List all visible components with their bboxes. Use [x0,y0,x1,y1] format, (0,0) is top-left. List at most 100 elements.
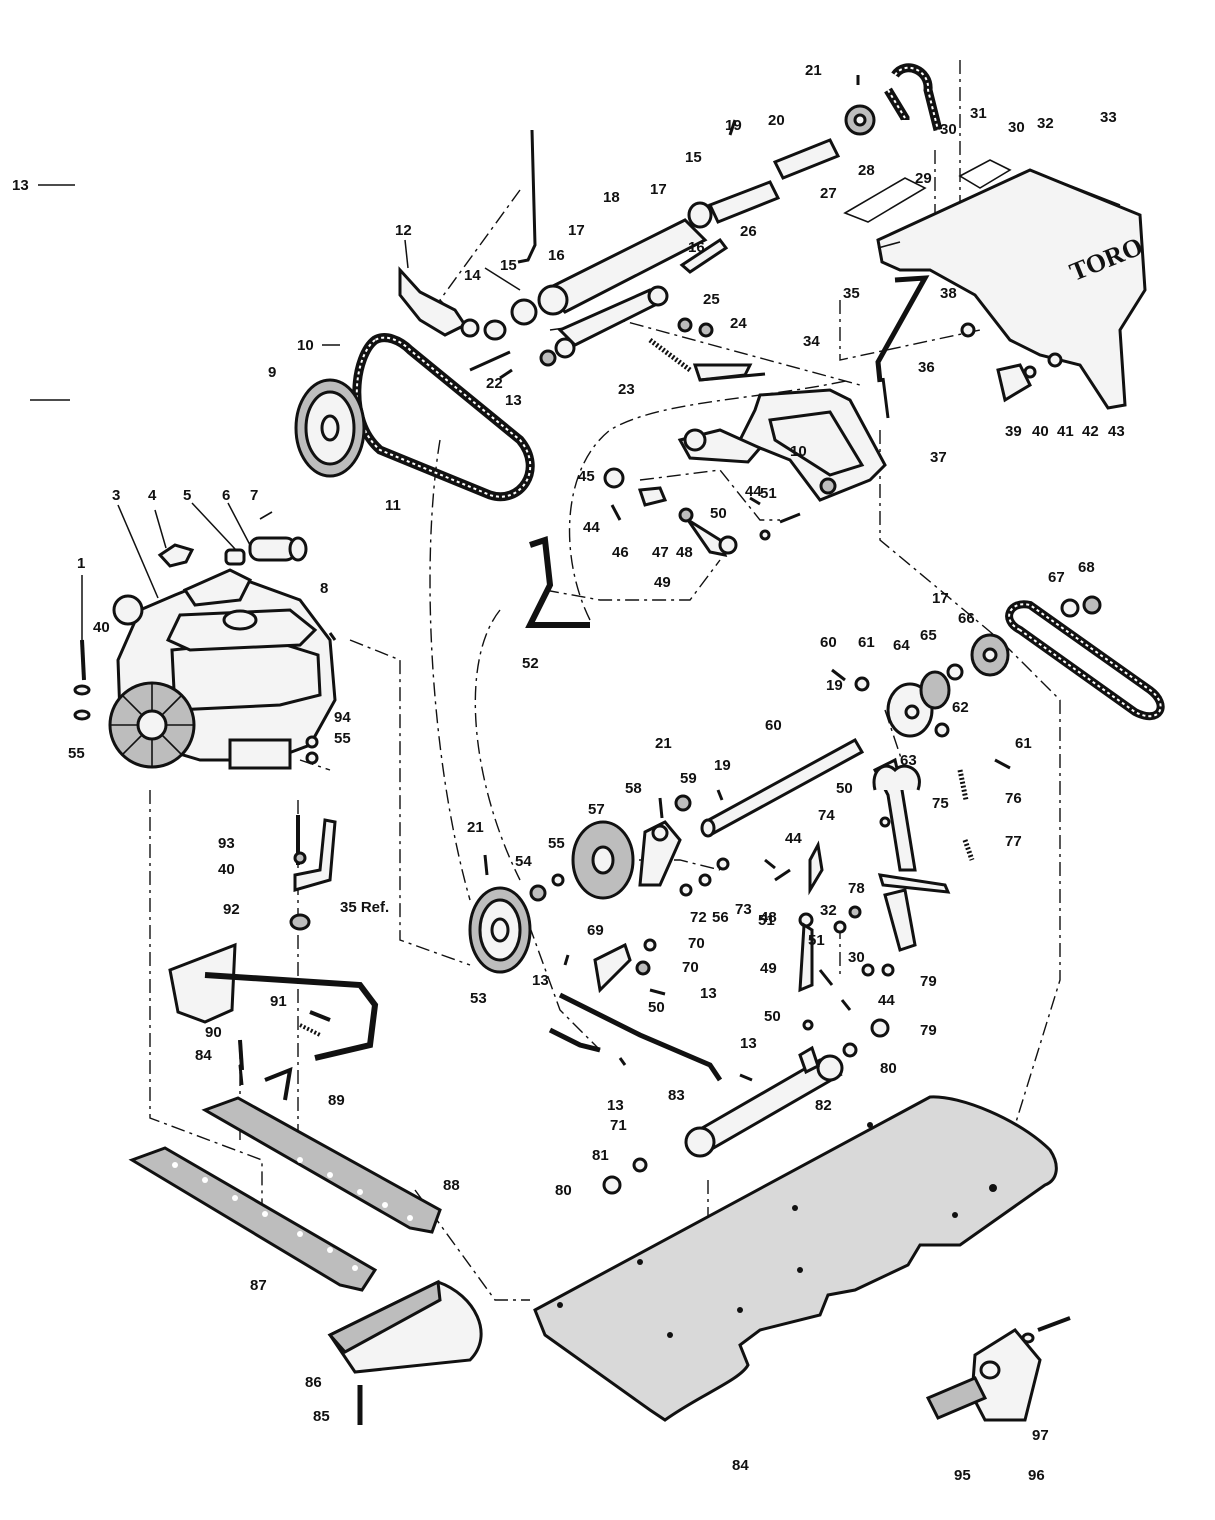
callout-43: 43 [1108,423,1125,440]
callout-94: 95 [954,1467,971,1484]
callout-17: 17 [932,590,949,607]
callout-13: 13 [505,392,522,409]
callout-65: 66 [958,610,975,627]
callout-48: 48 [676,544,693,561]
callout-16: 16 [688,239,705,256]
callout-labels: 1 3 4 5 6 7 8 9 10 10 11 12 13 13 13 13 … [12,62,1125,1484]
callout-89: 90 [205,1024,222,1041]
callout-9: 9 [268,364,276,381]
callout-17: 17 [568,222,585,239]
callout-6: 6 [222,487,230,504]
callout-18: 18 [603,189,620,206]
clutch-pulleys [831,633,1011,770]
callout-72: 73 [735,901,752,918]
callout-7: 7 [250,487,258,504]
callout-82: 83 [668,1087,685,1104]
callout-55: 55 [334,730,351,747]
clutch-linkage [525,467,801,628]
callout-34: 34 [803,333,820,350]
callout-leaders [30,184,409,640]
callout-10: 10 [297,337,314,354]
callout-51: 51 [760,485,777,502]
callout-33: 33 [1100,109,1117,126]
callout-49: 49 [654,574,671,591]
callout-90: 91 [270,993,287,1010]
callout-84: 85 [313,1408,330,1425]
callout-29: 29 [915,170,932,187]
callout-15: 15 [685,149,702,166]
rails [128,1096,442,1292]
callout-27: 27 [820,185,837,202]
callout-79: 79 [920,1022,937,1039]
callout-38: 38 [940,285,957,302]
levers [764,757,975,1031]
callout-35: 35 [843,285,860,302]
callout-44: 44 [583,519,600,536]
callout-51: 51 [758,912,775,929]
callout-63: 64 [893,637,910,654]
callout-59: 60 [765,717,782,734]
callout-13: 13 [700,985,717,1002]
callout-71: 72 [690,909,707,926]
callout-88: 89 [328,1092,345,1109]
callout-76: 77 [1005,833,1022,850]
callout-77: 78 [848,880,865,897]
callout-58: 59 [680,770,697,787]
callout-11: 11 [385,497,401,514]
callout-50: 50 [764,1008,781,1025]
callout-15: 15 [500,257,517,274]
callout-53: 53 [470,990,487,1007]
callout-4: 4 [148,487,157,504]
callout-19: 19 [714,757,731,774]
callout-13: 13 [532,972,549,989]
callout-79: 80 [555,1182,572,1199]
callout-40: 40 [93,619,110,636]
secondary-belt [1005,595,1165,721]
callout-46: 46 [612,544,629,561]
callout-20: 20 [768,112,785,129]
callout-85: 86 [305,1374,322,1391]
callout-80: 81 [592,1147,609,1164]
cross-tube [548,938,890,1195]
callout-57: 58 [625,780,642,797]
foot-plate [238,1039,483,1425]
callout-62: 63 [900,752,917,769]
sprocket-chain [844,63,943,136]
callout-49: 49 [760,960,777,977]
callout-70: 70 [688,935,705,952]
callout-61: 61 [858,634,875,651]
callout-51: 51 [808,932,825,949]
callout-95: 96 [1028,1467,1045,1484]
callout-66: 67 [1048,569,1065,586]
carburetor-parts [157,511,308,568]
callout-84: 84 [195,1047,212,1064]
handle-grip [925,1316,1071,1422]
gaskets [843,159,1012,223]
callout-26: 26 [740,223,757,240]
callout-81: 82 [815,1097,832,1114]
callout-87: 88 [443,1177,460,1194]
callout-19: 19 [826,677,843,694]
callout-30: 30 [940,121,957,138]
callout-60: 61 [1015,735,1032,752]
callout-93: 94 [334,709,351,726]
callout-13: 13 [607,1097,624,1114]
callout-75: 76 [1005,790,1022,807]
callout-48: 48 [760,909,777,926]
engine-pulley [294,378,366,478]
callout-21: 21 [805,62,822,79]
drive-shaft [468,737,865,974]
callout-50: 50 [648,999,665,1016]
callout-39: 39 [1005,423,1022,440]
callout-30: 30 [1008,119,1025,136]
callout-69: 70 [682,959,699,976]
callout-30: 30 [848,949,865,966]
callout-36: 36 [918,359,935,376]
callout-14: 14 [464,267,481,284]
callout-32: 32 [820,902,837,919]
callout-86: 87 [250,1277,267,1294]
callout-47: 47 [652,544,669,561]
callout-12: 12 [395,222,412,239]
callout-40: 40 [218,861,235,878]
engine [108,568,337,770]
